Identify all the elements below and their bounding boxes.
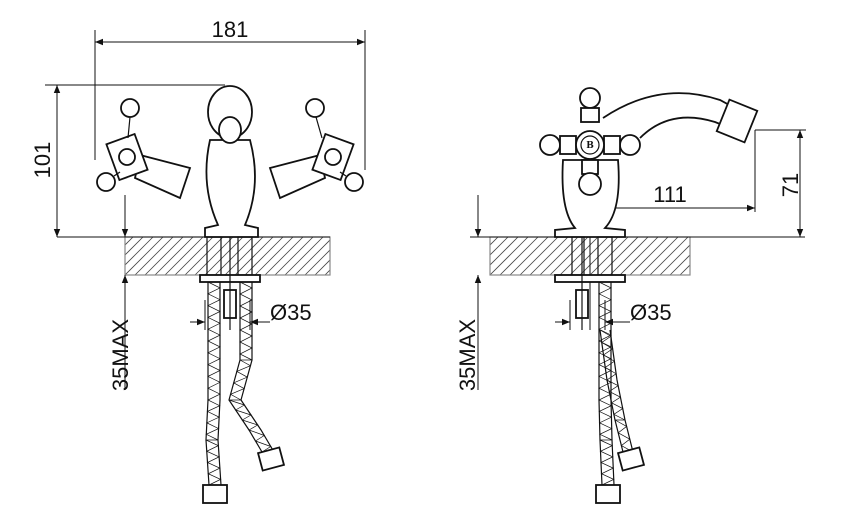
left-handle	[96, 98, 192, 200]
hatch-line	[294, 239, 330, 275]
hatch-line	[355, 237, 393, 275]
hose-edge	[217, 282, 222, 486]
hatch-line	[274, 237, 314, 275]
hatch-line	[254, 237, 294, 275]
spout-height-label: 71	[778, 173, 803, 197]
hatch-line	[304, 249, 330, 275]
hatch-line	[144, 237, 184, 275]
hatch-line	[529, 237, 569, 275]
hatch-line	[490, 237, 519, 266]
hatch-line	[204, 237, 244, 275]
hatch-line	[569, 237, 609, 275]
max-thickness-label-side: 35MAX	[455, 319, 480, 391]
hatch-line	[345, 237, 383, 275]
hatch-line	[669, 254, 690, 275]
handle-cap	[575, 130, 605, 160]
mixer-body	[96, 85, 364, 238]
handle-logo: B	[586, 141, 594, 151]
hatch-line	[284, 237, 324, 275]
hatch-line	[450, 237, 488, 275]
hose-braid	[205, 281, 222, 486]
hose-edge	[609, 329, 634, 453]
max-thickness-dimension: 35MAX	[108, 195, 133, 391]
hatch-line	[264, 237, 304, 275]
max-thickness-dimension-side: 35MAX	[455, 195, 482, 391]
hatch-line	[314, 259, 330, 275]
hose-braid	[598, 281, 615, 486]
hatch-line	[499, 237, 539, 275]
countertop-hatch	[85, 237, 393, 275]
hatch-line	[599, 237, 639, 275]
hose-nut-left	[202, 484, 228, 504]
hose-nut-side-2	[616, 446, 646, 472]
hatch-line	[125, 237, 154, 266]
hose-braid	[228, 281, 272, 453]
hatch-line	[559, 237, 599, 275]
hatch-line	[710, 237, 748, 275]
hatch-line	[700, 237, 738, 275]
hatch-line	[720, 237, 758, 275]
hatch-line	[589, 237, 629, 275]
hatch-line	[629, 237, 669, 275]
hatch-line	[689, 274, 690, 275]
hole-diameter-label-side: Ø35	[630, 300, 672, 325]
spout-height-dimension: 71	[755, 129, 806, 237]
height-dimension: 101	[30, 84, 225, 237]
hatch-line	[244, 237, 284, 275]
spout-outlet	[218, 116, 242, 144]
hose-nut-right	[256, 446, 286, 472]
hole-diameter-dimension: Ø35	[190, 300, 312, 330]
hatch-line	[679, 264, 690, 275]
hatch-line	[164, 237, 204, 275]
hatch-line	[125, 237, 144, 256]
hatch-line	[194, 237, 234, 275]
height-dim-label: 101	[30, 142, 55, 179]
hatch-line	[125, 237, 164, 275]
hatch-line	[184, 237, 224, 275]
hole-diameter-label: Ø35	[270, 300, 312, 325]
width-dim-label: 181	[212, 17, 249, 42]
bidet-nozzle	[715, 98, 759, 144]
hatch-line	[335, 237, 373, 275]
hatch-line	[224, 237, 264, 275]
hole-diameter-dimension-side: Ø35	[555, 300, 672, 330]
hatch-line	[134, 237, 174, 275]
front-view: 181 101 35MAX	[30, 17, 393, 504]
right-handle	[268, 98, 364, 200]
flexible-hoses	[205, 281, 275, 486]
hatch-line	[519, 237, 559, 275]
hatch-line	[234, 237, 274, 275]
hatch-line	[659, 244, 690, 275]
hatch-line	[125, 237, 134, 246]
hatch-line	[490, 237, 499, 246]
mixer-body-side: B	[539, 87, 759, 238]
hatch-line	[619, 237, 659, 275]
hose-braid	[599, 329, 634, 453]
hatch-line	[509, 237, 549, 275]
hose-edge	[598, 282, 603, 486]
mounting-shank	[199, 236, 261, 330]
hatch-line	[490, 237, 529, 275]
reach-label: 111	[653, 182, 686, 207]
hatch-line	[490, 237, 509, 256]
hose-edge	[205, 282, 210, 486]
width-dimension: 181	[94, 17, 366, 170]
hose-nut-side-1	[595, 484, 621, 504]
hatch-line	[639, 237, 679, 275]
side-view: 71 111 35MAX B	[450, 87, 806, 504]
countertop-hatch	[450, 237, 758, 275]
mounting-shank-side	[554, 236, 626, 330]
hatch-line	[154, 237, 194, 275]
max-thickness-label: 35MAX	[108, 319, 133, 391]
hatch-line	[609, 237, 649, 275]
hatch-line	[649, 237, 689, 275]
hatch-line	[85, 237, 123, 275]
flexible-hoses-side	[598, 281, 634, 486]
hatch-line	[324, 269, 330, 275]
